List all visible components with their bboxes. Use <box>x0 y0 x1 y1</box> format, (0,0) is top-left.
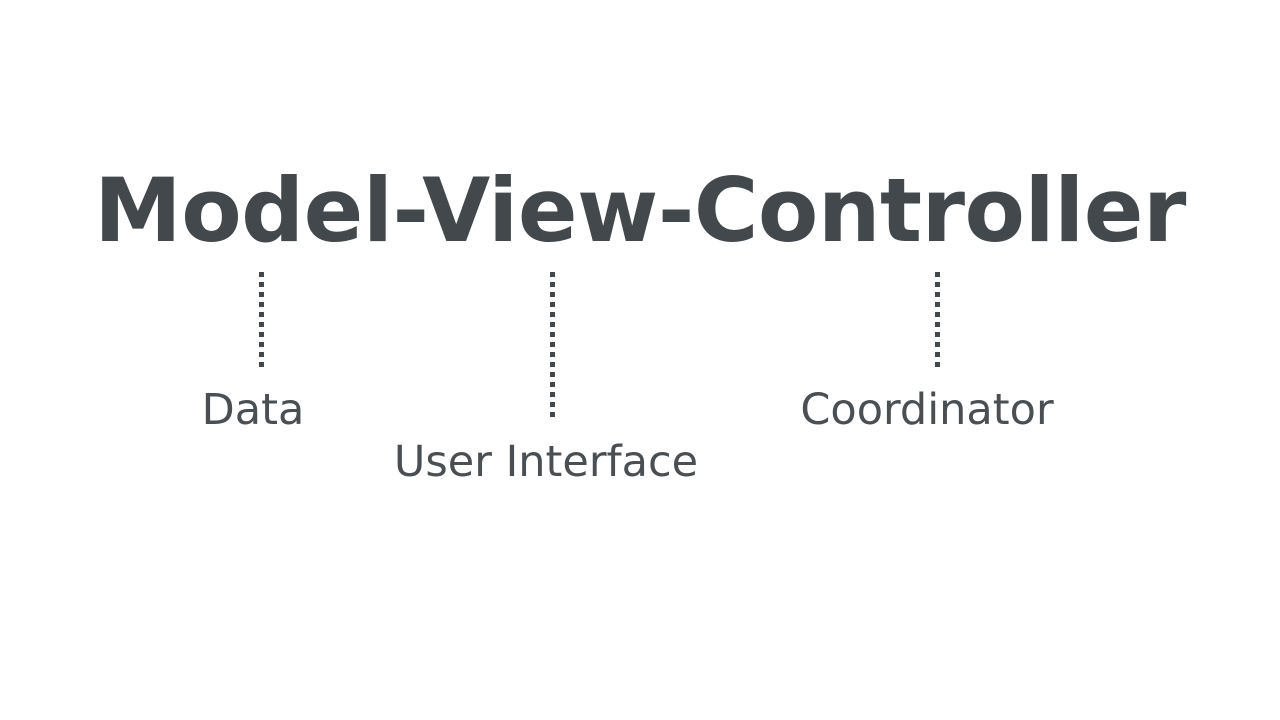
page-title: Model-View-Controller <box>94 159 1186 262</box>
annotation-label-controller: Coordinator <box>800 385 1054 435</box>
leader-line-model <box>259 272 264 367</box>
leader-line-view <box>550 272 555 420</box>
annotation-label-model: Data <box>201 385 305 435</box>
annotation-label-view: User Interface <box>393 437 699 487</box>
leader-line-controller <box>935 272 940 367</box>
